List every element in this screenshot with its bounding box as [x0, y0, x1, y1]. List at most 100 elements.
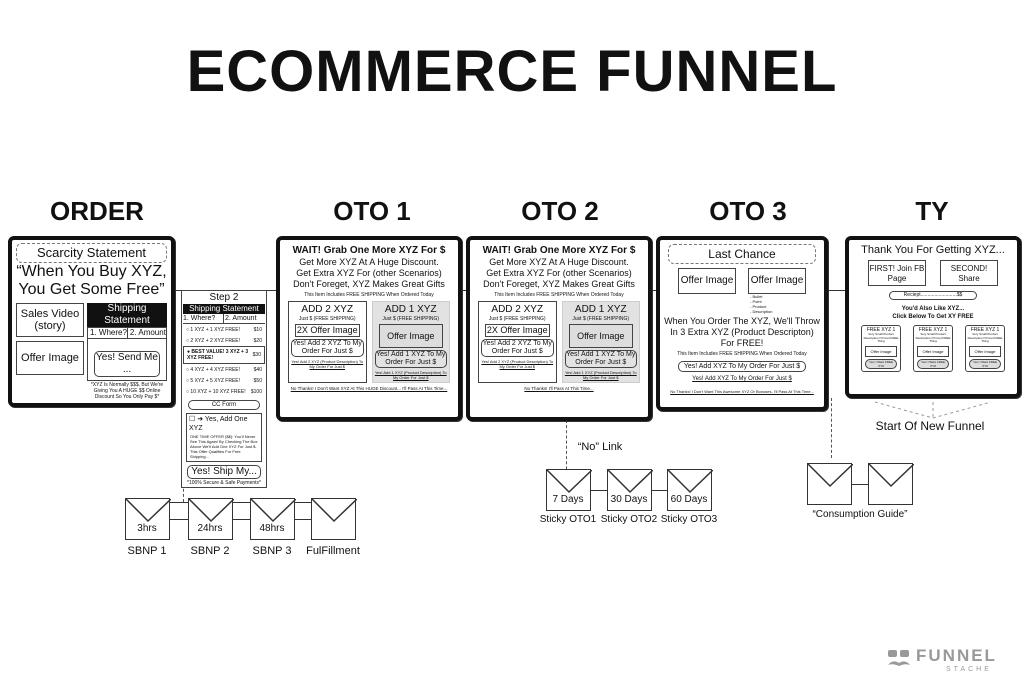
- offer-sub: Just $ (FREE SHIPPING): [382, 316, 440, 322]
- email-delay: 24hrs: [197, 523, 223, 534]
- email-label: SBNP 1: [127, 545, 167, 557]
- yes-add-2-link[interactable]: Yes! Add 2 XYZ (Product Description) To …: [291, 359, 364, 369]
- connector: [651, 290, 657, 291]
- email-envelope-icon: 30 Days: [607, 469, 653, 511]
- email-envelope-icon: 7 Days: [546, 469, 592, 511]
- order-headline-1: “When You Buy XYZ,: [16, 263, 167, 280]
- connector: [233, 519, 250, 520]
- offer-image: 2X Offer Image: [295, 324, 360, 337]
- cc-form[interactable]: CC Form: [188, 400, 260, 410]
- yes-add-1-button[interactable]: Yes! Add 1 XYZ To My Order For Just $: [564, 350, 637, 368]
- email-envelope-icon: 3hrs: [125, 498, 171, 540]
- logo-subtext: STACHE: [946, 666, 992, 673]
- oto1-page: WAIT! Grab One More XYZ For $ Get More X…: [276, 236, 462, 421]
- add-one-checkbox[interactable]: ☐ ➜ Yes, Add One XYZ: [189, 416, 248, 432]
- dashed-connector: [874, 401, 992, 419]
- email-delay: 3hrs: [137, 523, 157, 534]
- yes-add-2-button[interactable]: Yes! Add 2 XYZ To My Order For Just $: [481, 339, 554, 357]
- email-delay: 7 Days: [552, 494, 584, 505]
- no-thanks-link[interactable]: No Thanks! I'll Pass At This Time...: [524, 386, 594, 391]
- package-option[interactable]: ○ 4 XYZ + 4 XYZ FREE!$40: [186, 366, 262, 373]
- oto2-page: WAIT! Grab One More XYZ For $ Get More X…: [466, 236, 652, 421]
- funnel-stache-logo: FUNNEL STACHE: [886, 646, 1021, 676]
- order-bump: ☐ ➜ Yes, Add One XYZ ONE TIME OFFER ($$)…: [186, 413, 262, 462]
- amount-field[interactable]: 2. Amount: [223, 314, 265, 323]
- yes-add-1-button[interactable]: Yes! Add 1 XYZ To My Order For Just $: [374, 350, 447, 368]
- column-heading-oto3: OTO 3: [709, 196, 787, 226]
- sales-video[interactable]: Sales Video (story): [16, 303, 84, 337]
- email-envelope-icon: [868, 463, 914, 505]
- order-headline-2: You Get Some Free”: [18, 281, 165, 298]
- offer-title: ADD 1 XYZ: [574, 304, 627, 315]
- amount-field[interactable]: 2. Amount: [126, 328, 166, 338]
- oto-text: ONE TIME OFFER ($$): You'll Never See Th…: [190, 434, 258, 459]
- join-fb-button[interactable]: FIRST! Join FB Page: [868, 260, 926, 286]
- oto2-line: Get More XYZ At A Huge Discount.: [489, 257, 629, 267]
- email-label: FulFillment: [306, 545, 360, 557]
- offer-add-1: ADD 1 XYZ Just $ (FREE SHIPPING) Offer I…: [561, 301, 640, 383]
- no-thanks-link[interactable]: No Thanks! I Don't Want This Awesome XYZ…: [670, 389, 814, 394]
- oto2-line: Don't Foreget, XYZ Makes Great Gifts: [483, 279, 635, 289]
- yes-add-1-link[interactable]: Yes! Add 1 XYZ (Product Description) To …: [564, 370, 637, 380]
- also-like-heading: You'd Also Like XYZ...: [901, 306, 965, 312]
- column-heading-oto2: OTO 2: [521, 196, 599, 226]
- package-option[interactable]: ○ 1 XYZ + 1 XYZ FREE!$10: [186, 326, 262, 333]
- offer-image: Offer Image: [378, 324, 443, 348]
- free-shipping-note: This Item Includes FREE SHIPPING When Or…: [677, 351, 807, 357]
- connector: [170, 519, 188, 520]
- yes-send-me-button[interactable]: Yes! Send Me ...: [94, 351, 160, 377]
- free-card-button[interactable]: Yes! I Want FREE XYZ: [917, 358, 949, 369]
- email-envelope-icon: [807, 463, 853, 505]
- yes-add-button[interactable]: Yes! Add XYZ To My Order For Just $: [678, 361, 806, 372]
- package-option[interactable]: ○ 10 XYZ + 10 XYZ FREE!$100: [186, 388, 262, 395]
- also-like-sub: Click Below To Get XY FREE: [892, 314, 974, 320]
- yes-add-link[interactable]: Yes! Add XYZ To My Order For Just $: [692, 376, 792, 382]
- step2-page: Step 2 Shipping Statement 1. Where? 2. A…: [181, 290, 267, 488]
- shipping-statement: Shipping Statement: [87, 303, 167, 327]
- free-card-title: FREE XYZ 1: [918, 327, 948, 333]
- offer-image: Offer Image: [865, 345, 897, 357]
- last-chance-heading: Last Chance: [668, 244, 816, 264]
- no-link-label: “No” Link: [577, 441, 623, 453]
- email-delay: 48hrs: [259, 523, 285, 534]
- email-delay: 30 Days: [610, 494, 648, 505]
- logo-text: FUNNEL: [916, 646, 997, 665]
- connector: [461, 290, 467, 291]
- oto2-line: Get Extra XYZ For (other Scenarios): [486, 268, 632, 278]
- order-page: Scarcity Statement “When You Buy XYZ, Yo…: [8, 236, 175, 407]
- shipping-statement: Shipping Statement: [183, 304, 265, 314]
- yes-ship-my-button[interactable]: Yes! Ship My...: [187, 465, 261, 479]
- share-button[interactable]: SECOND! Share: [940, 260, 998, 286]
- start-new-funnel-label: Start Of New Funnel: [875, 419, 985, 433]
- yes-add-2-button[interactable]: Yes! Add 2 XYZ To My Order For Just $: [291, 339, 364, 357]
- free-card-desc: Very Small Product Description Of Cool F…: [915, 332, 951, 344]
- free-card-button[interactable]: Yes! I Want FREE XYZ: [969, 358, 1001, 369]
- where-field[interactable]: 1. Where?: [90, 328, 127, 337]
- free-card-button[interactable]: Yes! I Want FREE XYZ: [865, 358, 897, 369]
- free-shipping-note: This Item Includes FREE SHIPPING When Or…: [304, 292, 434, 298]
- yes-add-1-link[interactable]: Yes! Add 1 XYZ (Product Description) To …: [374, 370, 447, 380]
- scarcity-statement: Scarcity Statement: [16, 243, 167, 263]
- oto1-line: Get More XYZ At A Huge Discount.: [299, 257, 439, 267]
- package-option[interactable]: ○ 5 XYZ + 5 XYZ FREE!$50: [186, 377, 262, 384]
- email-label: Sticky OTO3: [660, 514, 718, 525]
- offer-add-2: ADD 2 XYZ Just $ (FREE SHIPPING) 2X Offe…: [478, 301, 557, 383]
- offer-image: 2X Offer Image: [485, 324, 550, 337]
- no-thanks-link[interactable]: No Thanks! I Don't Want XYZ At This HUGE…: [290, 386, 448, 391]
- email-delay: 60 Days: [670, 494, 708, 505]
- free-card-desc: Very Small Product Description Of Cool F…: [967, 332, 1003, 344]
- oto3-page: Last Chance Offer Image Offer Image - Bu…: [656, 236, 828, 411]
- where-field[interactable]: 1. Where?: [183, 315, 216, 322]
- offer-title: ADD 2 XYZ: [491, 304, 544, 315]
- offer-sub: Just $ (FREE SHIPPING): [488, 316, 546, 322]
- package-option[interactable]: ○ 2 XYZ + 2 XYZ FREE!$20: [186, 337, 262, 344]
- oto2-headline: WAIT! Grab One More XYZ For $: [482, 245, 636, 256]
- yes-add-2-link[interactable]: Yes! Add 2 XYZ (Product Description) To …: [481, 359, 554, 369]
- page-title: ECOMMERCE FUNNEL: [186, 39, 838, 104]
- column-heading-order: ORDER: [50, 196, 144, 226]
- free-card-title: FREE XYZ 1: [970, 327, 1000, 333]
- package-option-selected[interactable]: ● BEST VALUE! 3 XYZ + 3 XYZ FREE!$30: [183, 346, 265, 364]
- free-shipping-note: This Item Includes FREE SHIPPING When Or…: [494, 292, 624, 298]
